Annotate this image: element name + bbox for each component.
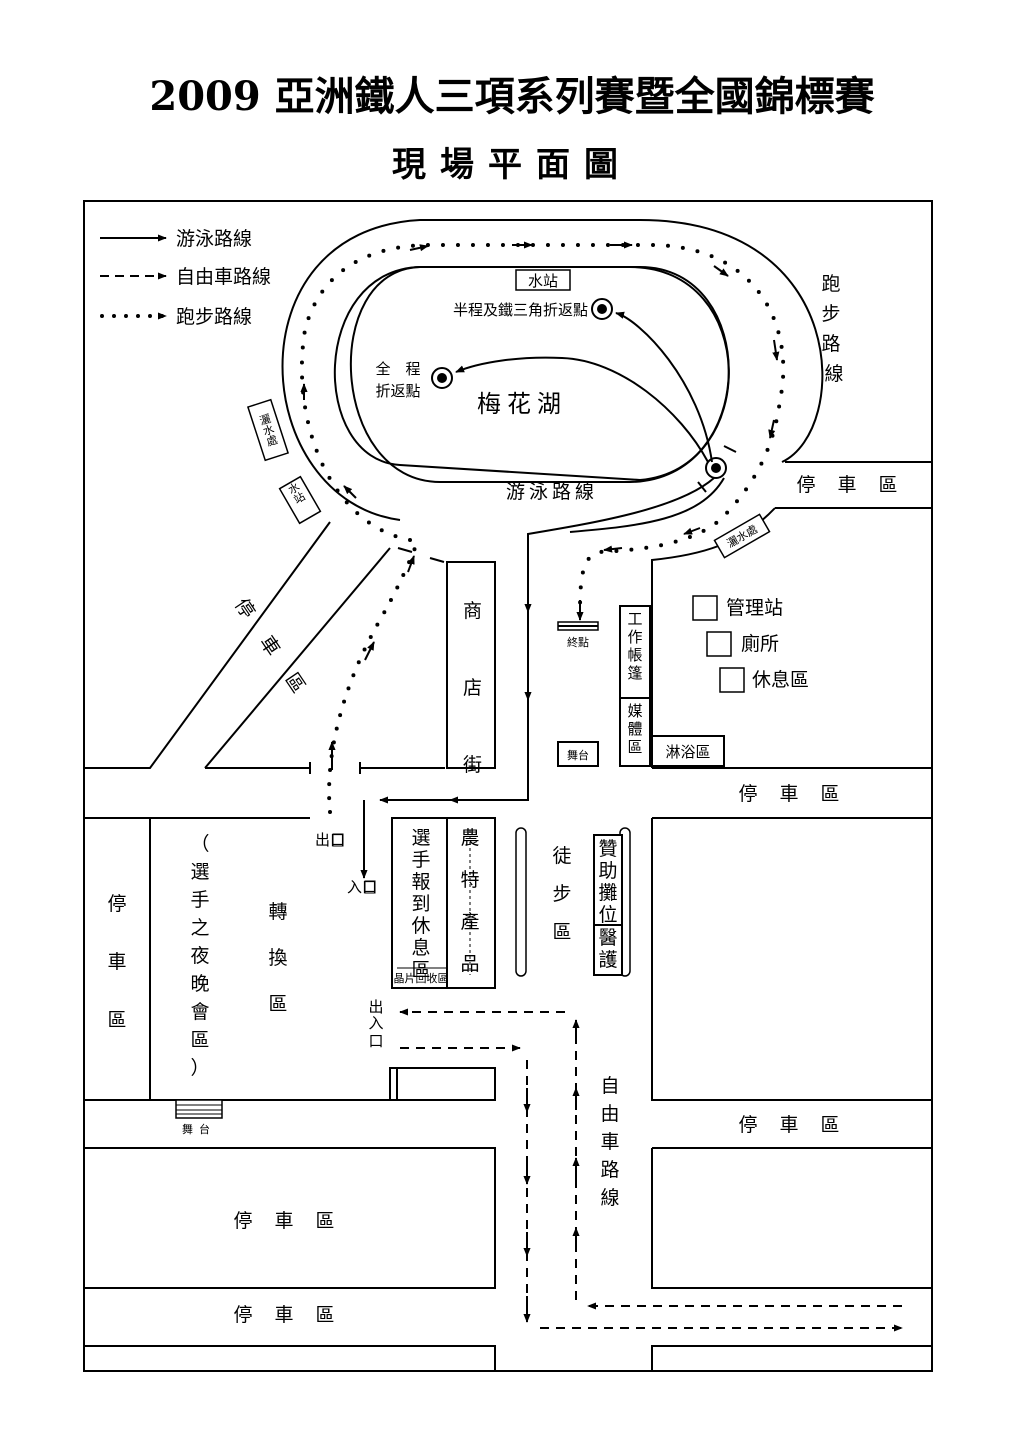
water-station-top: 水站 <box>528 272 558 290</box>
sponsor-booths-label: 贊助攤位 <box>598 838 617 926</box>
management-icon <box>692 595 718 621</box>
farm-products-label: 農特產品 <box>460 827 479 975</box>
sponsor-box <box>593 834 623 976</box>
shower-box <box>651 735 725 767</box>
diag-road-right <box>204 547 391 769</box>
lake-name: 梅花湖 <box>477 390 567 418</box>
bike-route-vertical: 自由車路線 <box>600 1075 619 1209</box>
media-area-label: 媒體區 <box>627 702 642 756</box>
swim-exit-route <box>524 477 715 613</box>
parking-label-mid-right: 停車區 <box>738 783 861 805</box>
diag-road-left <box>84 521 331 769</box>
facility-management: 管理站 <box>726 597 783 619</box>
sprinkler-right-tag: 灑水處 <box>713 513 771 559</box>
run-route-vertical: 跑 步 路 線 <box>821 273 846 385</box>
stage-bottom-label: 舞台 <box>182 1122 216 1136</box>
run-route-char-1: 跑 <box>821 273 840 295</box>
exit-label: 出口 <box>315 831 345 849</box>
work-tent-label: 工作帳篷 <box>627 610 642 682</box>
water-station-left-tag: 水站 <box>278 475 322 525</box>
stage-center-label: 舞台 <box>567 748 589 762</box>
stage-center-box <box>557 741 599 767</box>
entrance-label: 入口 <box>347 878 377 896</box>
legend-swim: 游泳路線 <box>176 228 252 250</box>
parking-label-top-right: 停車區 <box>796 474 919 496</box>
small-block <box>389 1067 496 1101</box>
run-route-loop <box>299 243 786 612</box>
shop-street-block <box>446 561 496 769</box>
swim-start-marker <box>697 445 737 493</box>
finish-line-icon <box>557 621 599 631</box>
run-route-start <box>327 546 417 814</box>
athlete-night-label: （選手之夜晚會區） <box>190 833 209 1079</box>
finish-label: 終點 <box>567 635 589 649</box>
half-turn-label: 半程及鐵三角折返點 <box>453 301 588 319</box>
legend-bike: 自由車路線 <box>176 266 271 288</box>
parking-label-diagonal: 停車區 <box>230 595 324 719</box>
transition-area-label: 轉換區 <box>268 901 287 1015</box>
svg-text:停車區: 停車區 <box>230 595 324 719</box>
walking-area-label: 徒步區 <box>552 845 571 943</box>
water-station-top-box <box>515 269 571 291</box>
swim-route-label: 游泳路線 <box>506 481 598 503</box>
half-turn-marker <box>591 298 613 320</box>
parking-label-lowest-left: 停車區 <box>233 1304 356 1326</box>
map-title: 2009 亞洲鐵人三項系列賽暨全國錦標賽 <box>149 73 874 120</box>
parking-label-bottom-right: 停車區 <box>738 1114 861 1136</box>
checkin-block <box>391 817 496 989</box>
map-frame <box>83 200 933 1372</box>
facility-rest: 休息區 <box>752 669 809 691</box>
shower-area-label: 淋浴區 <box>665 743 710 761</box>
shop-street-label: 商店街 <box>460 600 482 773</box>
chip-recycle-label: 晶片回收區 <box>394 971 449 985</box>
medical-label: 醫護 <box>598 927 617 971</box>
rest-area-icon <box>719 667 745 693</box>
lake-outer-road <box>281 219 824 521</box>
full-turn-marker <box>431 367 453 389</box>
sprinkler-left-tag: 灑水處 <box>246 398 290 462</box>
swim-route-full <box>455 356 709 463</box>
lake-shore-inner <box>349 266 730 483</box>
tent-media-box <box>619 605 651 767</box>
full-turn-line1: 全 程 <box>375 360 420 378</box>
swim-route-half <box>615 311 713 463</box>
athlete-checkin-label: 選手報到休息區 <box>411 827 430 981</box>
toilet-icon <box>706 631 732 657</box>
exit-entrance-label: 出入口 <box>368 998 383 1050</box>
walking-pill <box>515 827 527 977</box>
swim-to-transition <box>379 612 529 804</box>
facility-toilet: 廁所 <box>741 632 779 655</box>
full-turn-line2: 折返點 <box>375 382 420 400</box>
legend: 游泳路線 自由車路線 跑步路線 <box>100 228 271 328</box>
parking-label-bottom-left: 停車區 <box>233 1210 356 1232</box>
stage-bottom-icon <box>175 1099 223 1119</box>
parking-label-left-vertical: 停車區 <box>107 893 126 1031</box>
legend-run: 跑步路線 <box>176 306 252 328</box>
map-subtitle: 現場平面圖 <box>392 145 632 185</box>
